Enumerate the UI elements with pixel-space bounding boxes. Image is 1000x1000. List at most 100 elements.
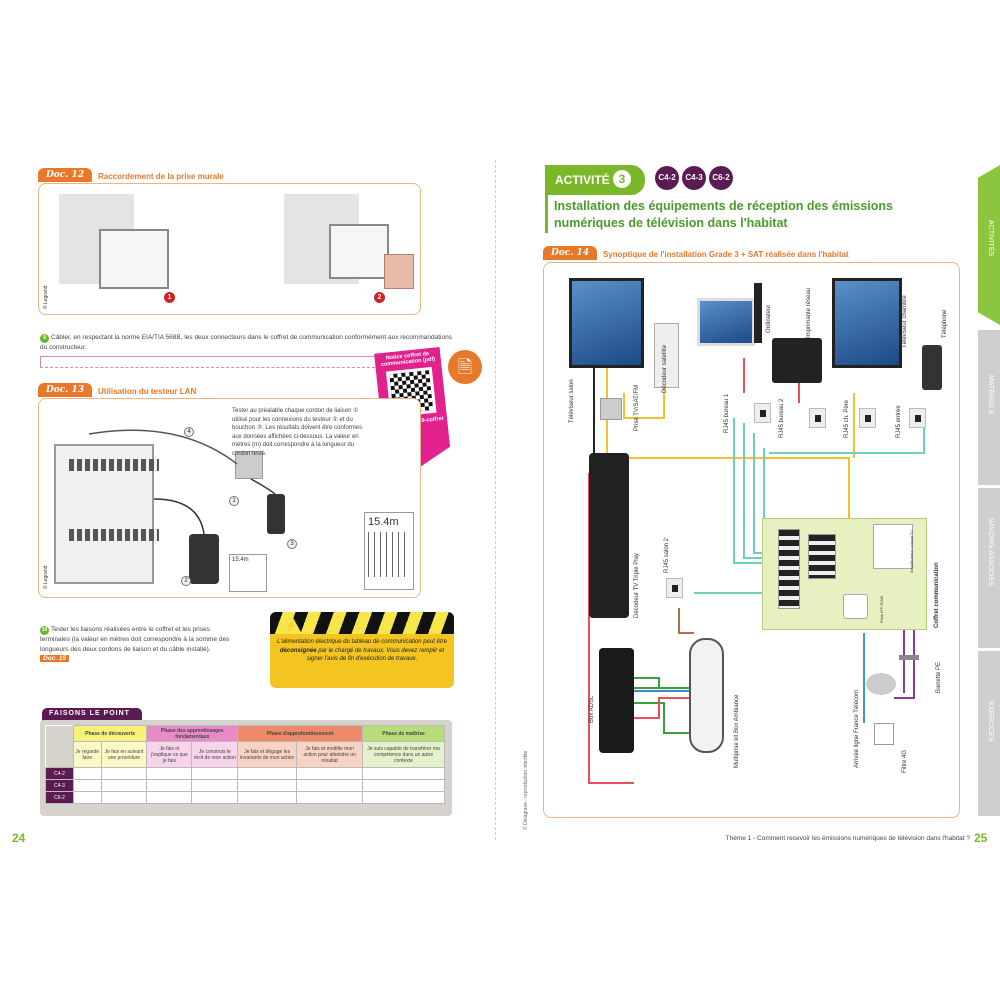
tab-savoirs-associes[interactable]: SAVOIRS ASSOCIÉS	[978, 488, 1000, 648]
check-cell[interactable]	[73, 767, 102, 780]
answer-field-q9[interactable]	[40, 356, 380, 368]
check-cell[interactable]	[146, 791, 193, 804]
check-cell[interactable]	[191, 767, 239, 780]
check-cell[interactable]	[146, 779, 193, 792]
document-icon[interactable]: 🗎	[448, 350, 482, 384]
doc13-text: Tester au préalable chaque cordon de lia…	[232, 408, 363, 457]
check-cell[interactable]	[296, 779, 364, 792]
tab-activites[interactable]: ACTIVITÉS	[978, 165, 1000, 325]
footer-theme: Thème 1 - Comment recevoir les émissions…	[725, 835, 970, 842]
self-assessment-panel: Phase de découverte Phase des apprentiss…	[40, 720, 452, 816]
label-prise-tv: Prise TV/SAT/FM	[634, 384, 640, 431]
tab-label: EXERCICES	[987, 701, 994, 742]
credit: © Legrand	[43, 285, 49, 309]
level-cell: Je fais en suivant une procédure	[100, 741, 148, 768]
check-cell[interactable]	[100, 791, 148, 804]
doc12-figure: 1 2 © Legrand	[38, 183, 421, 315]
credit: © Legrand	[43, 565, 49, 589]
tv-salon-image	[569, 278, 644, 368]
step-1-marker: 1	[164, 292, 175, 303]
small-display: 15.4m	[229, 554, 267, 592]
check-cell[interactable]	[237, 779, 298, 792]
check-cell[interactable]	[191, 779, 239, 792]
label-rj45-entree: RJ45 entrée	[896, 405, 902, 438]
tv-chambre-image	[832, 278, 902, 368]
page-number-left: 24	[12, 831, 26, 845]
doc14-diagram: Téléviseur salon Prise TV/SAT/FM Décodeu…	[543, 262, 960, 818]
label-tv-chambre: Téléviseur chambre	[902, 295, 908, 348]
label-barrette: Barrette PE	[936, 661, 942, 693]
level-cell: Je fais et j'explique ce que je fais	[146, 741, 193, 768]
label-imprimante: Imprimante réseau	[806, 287, 812, 338]
rj45-jack	[909, 408, 926, 428]
page-gutter	[495, 160, 496, 840]
self-assessment-table: Phase de découverte Phase des apprentiss…	[45, 725, 445, 804]
tv-socket-image	[600, 398, 622, 420]
check-cell[interactable]	[296, 767, 364, 780]
hazard-stripe	[270, 612, 454, 634]
check-cell[interactable]	[100, 779, 148, 792]
rj45-jack	[859, 408, 876, 428]
competence-badge: C4-3	[682, 166, 706, 190]
page-number-right: 25	[974, 831, 988, 845]
competence-badge: C6-2	[709, 166, 733, 190]
check-cell[interactable]	[296, 791, 364, 804]
check-cell[interactable]	[362, 779, 445, 792]
phase-header: Phase des apprentissages fondamentaux	[146, 725, 239, 742]
tester-display: 15.4m	[364, 512, 414, 590]
label-prise-dti: Prise DTI RJ45	[879, 595, 884, 623]
activity-number: 3	[613, 169, 632, 188]
step-2-marker: 2	[374, 292, 385, 303]
faisons-le-point-title: FAISONS LE POINT	[42, 708, 142, 721]
check-cell[interactable]	[237, 767, 298, 780]
computer-image	[697, 298, 755, 346]
check-cell[interactable]	[237, 791, 298, 804]
doc15-link[interactable]: Doc. 15	[40, 655, 70, 662]
phase-header: Phase de maîtrise	[362, 725, 445, 742]
label-rj45-bureau2: RJ45 bureau 2	[779, 398, 785, 438]
check-cell[interactable]	[73, 791, 102, 804]
competence-badges: C4-2 C4-3 C6-2	[655, 166, 733, 190]
tab-exercices[interactable]: EXERCICES	[978, 651, 1000, 816]
label-rj45-chambre: RJ45 ch. Père	[844, 399, 850, 438]
check-cell[interactable]	[362, 767, 445, 780]
telephone-image	[922, 345, 942, 390]
tab-label: MATÉRIELS	[987, 375, 994, 415]
label-arrivee: Arrivée ligne France Télécom	[854, 689, 860, 768]
communication-box-image	[762, 518, 927, 630]
label-3: 3	[287, 539, 297, 549]
label-multiprise: Multiprise kit Box Ambiance	[734, 694, 740, 768]
small-display-value: 15.4m	[232, 557, 249, 563]
doc12-tag: Doc. 12	[38, 168, 93, 182]
check-cell[interactable]	[100, 767, 148, 780]
activity-badge: ACTIVITÉ 3	[545, 165, 645, 195]
check-cell[interactable]	[73, 779, 102, 792]
check-cell[interactable]	[146, 767, 193, 780]
level-cell: Je fais et dégage les invariants de mon …	[237, 741, 298, 768]
q10-number: 10	[40, 626, 49, 635]
label-box-adsl: Box ADSL	[589, 695, 595, 723]
warning-text-end: par le chargé de travaux. Vous devez rem…	[306, 647, 445, 663]
printer-image	[772, 338, 822, 383]
activity-title: Installation des équipements de réceptio…	[554, 199, 893, 230]
tab-label: SAVOIRS ASSOCIÉS	[987, 518, 994, 586]
doc14-tag: Doc. 14	[543, 246, 598, 260]
row-label: C4-3	[45, 779, 74, 792]
tv-decoder-image	[589, 453, 629, 618]
tab-materiels[interactable]: MATÉRIELS	[978, 330, 1000, 485]
sat-decoder-image	[654, 323, 679, 388]
antenna-image	[874, 723, 894, 745]
satellite-dish-image	[866, 673, 896, 695]
table-row: C4-2	[45, 767, 445, 780]
label-coffret: Coffret communication	[934, 562, 940, 628]
tester-display-value: 15.4m	[368, 516, 399, 528]
table-row: C6-2	[45, 791, 445, 804]
check-cell[interactable]	[191, 791, 239, 804]
check-cell[interactable]	[362, 791, 445, 804]
doc12-title: Raccordement de la prise murale	[98, 172, 224, 181]
q9-text: Câbler, en respectant la norme EIA/TIA 5…	[40, 334, 452, 351]
level-cell: Je suis capable de transférer ma compéte…	[362, 741, 445, 768]
rj45-jack	[809, 408, 826, 428]
